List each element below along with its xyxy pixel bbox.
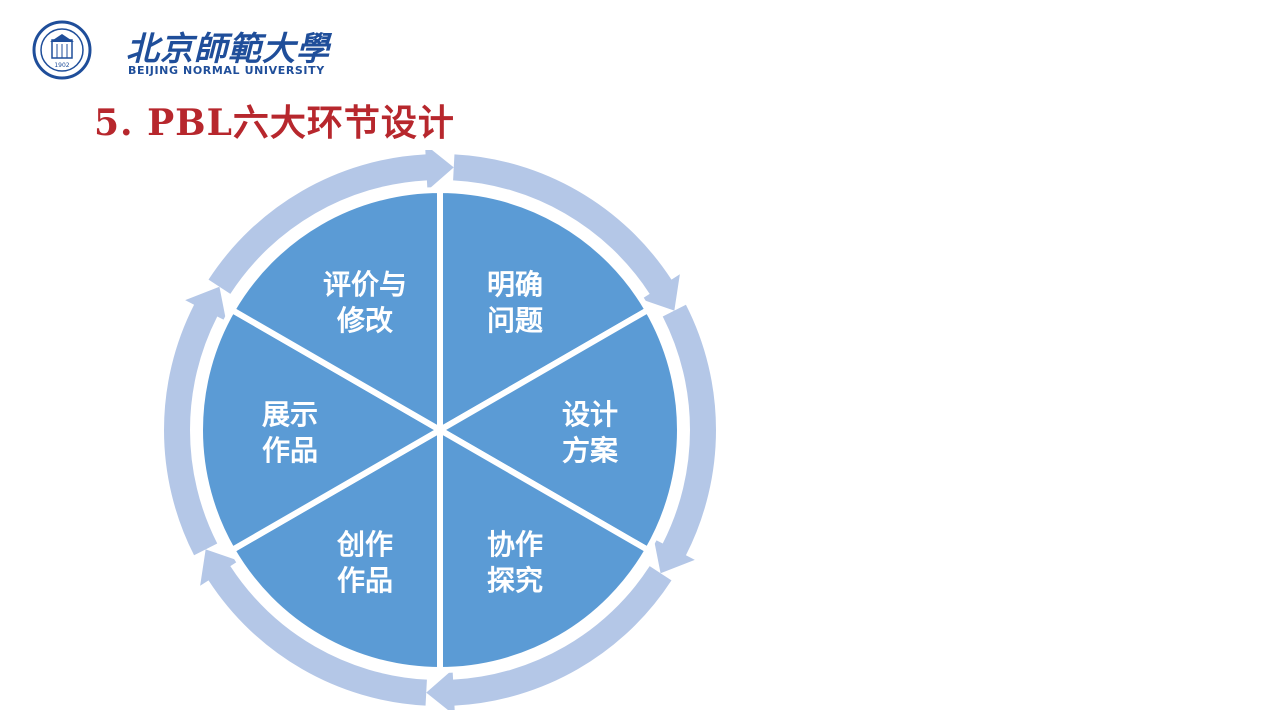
cycle-label-line1: 设计 — [562, 398, 618, 431]
cycle-label-5: 展示作品 — [262, 398, 318, 467]
cycle-label-6: 评价与修改 — [323, 268, 407, 337]
cycle-label-line2: 问题 — [487, 304, 543, 337]
cycle-label-line1: 展示 — [262, 398, 318, 431]
cycle-segment-3 — [437, 424, 652, 674]
cycle-segment-5 — [197, 305, 447, 555]
cycle-label-2: 设计方案 — [562, 398, 619, 467]
cycle-label-3: 协作探究 — [487, 528, 543, 597]
cycle-segments — [197, 186, 683, 674]
seal-year: 1902 — [54, 62, 69, 69]
cycle-arrow-2 — [653, 304, 716, 574]
cycle-label-line1: 创作 — [336, 528, 393, 561]
cycle-label-line2: 探究 — [487, 564, 543, 597]
university-seal-icon: 1902 — [32, 20, 92, 80]
cycle-arrow-1 — [453, 154, 680, 311]
logo-chinese-name: 北京師範大學 — [126, 29, 330, 68]
logo-english-name: BEIJING NORMAL UNIVERSITY — [128, 64, 325, 77]
cycle-label-line1: 评价与 — [323, 268, 407, 301]
cycle-label-line1: 明确 — [487, 268, 543, 301]
cycle-label-line2: 作品 — [262, 434, 318, 467]
cycle-arrow-3 — [426, 566, 672, 710]
cycle-label-4: 创作作品 — [336, 528, 393, 597]
cycle-segment-1 — [437, 186, 652, 436]
cycle-label-line2: 作品 — [337, 564, 393, 597]
university-logo: 1902 北京師範大學 BEIJING NORMAL UNIVERSITY — [28, 20, 329, 82]
cycle-label-line2: 方案 — [562, 434, 619, 467]
cycle-segment-2 — [434, 305, 683, 555]
cycle-segment-4 — [228, 424, 443, 674]
cycle-label-line2: 修改 — [336, 304, 393, 337]
cycle-arrow-5 — [164, 286, 227, 556]
cycle-arrow-4 — [200, 549, 427, 706]
cycle-segment-6 — [228, 186, 443, 436]
cycle-arrows — [164, 150, 716, 710]
cycle-label-1: 明确问题 — [487, 268, 543, 337]
cycle-arrow-6 — [208, 150, 454, 294]
cycle-label-line1: 协作 — [487, 528, 543, 561]
slide-title: 5. PBL六大环节设计 — [94, 102, 455, 144]
